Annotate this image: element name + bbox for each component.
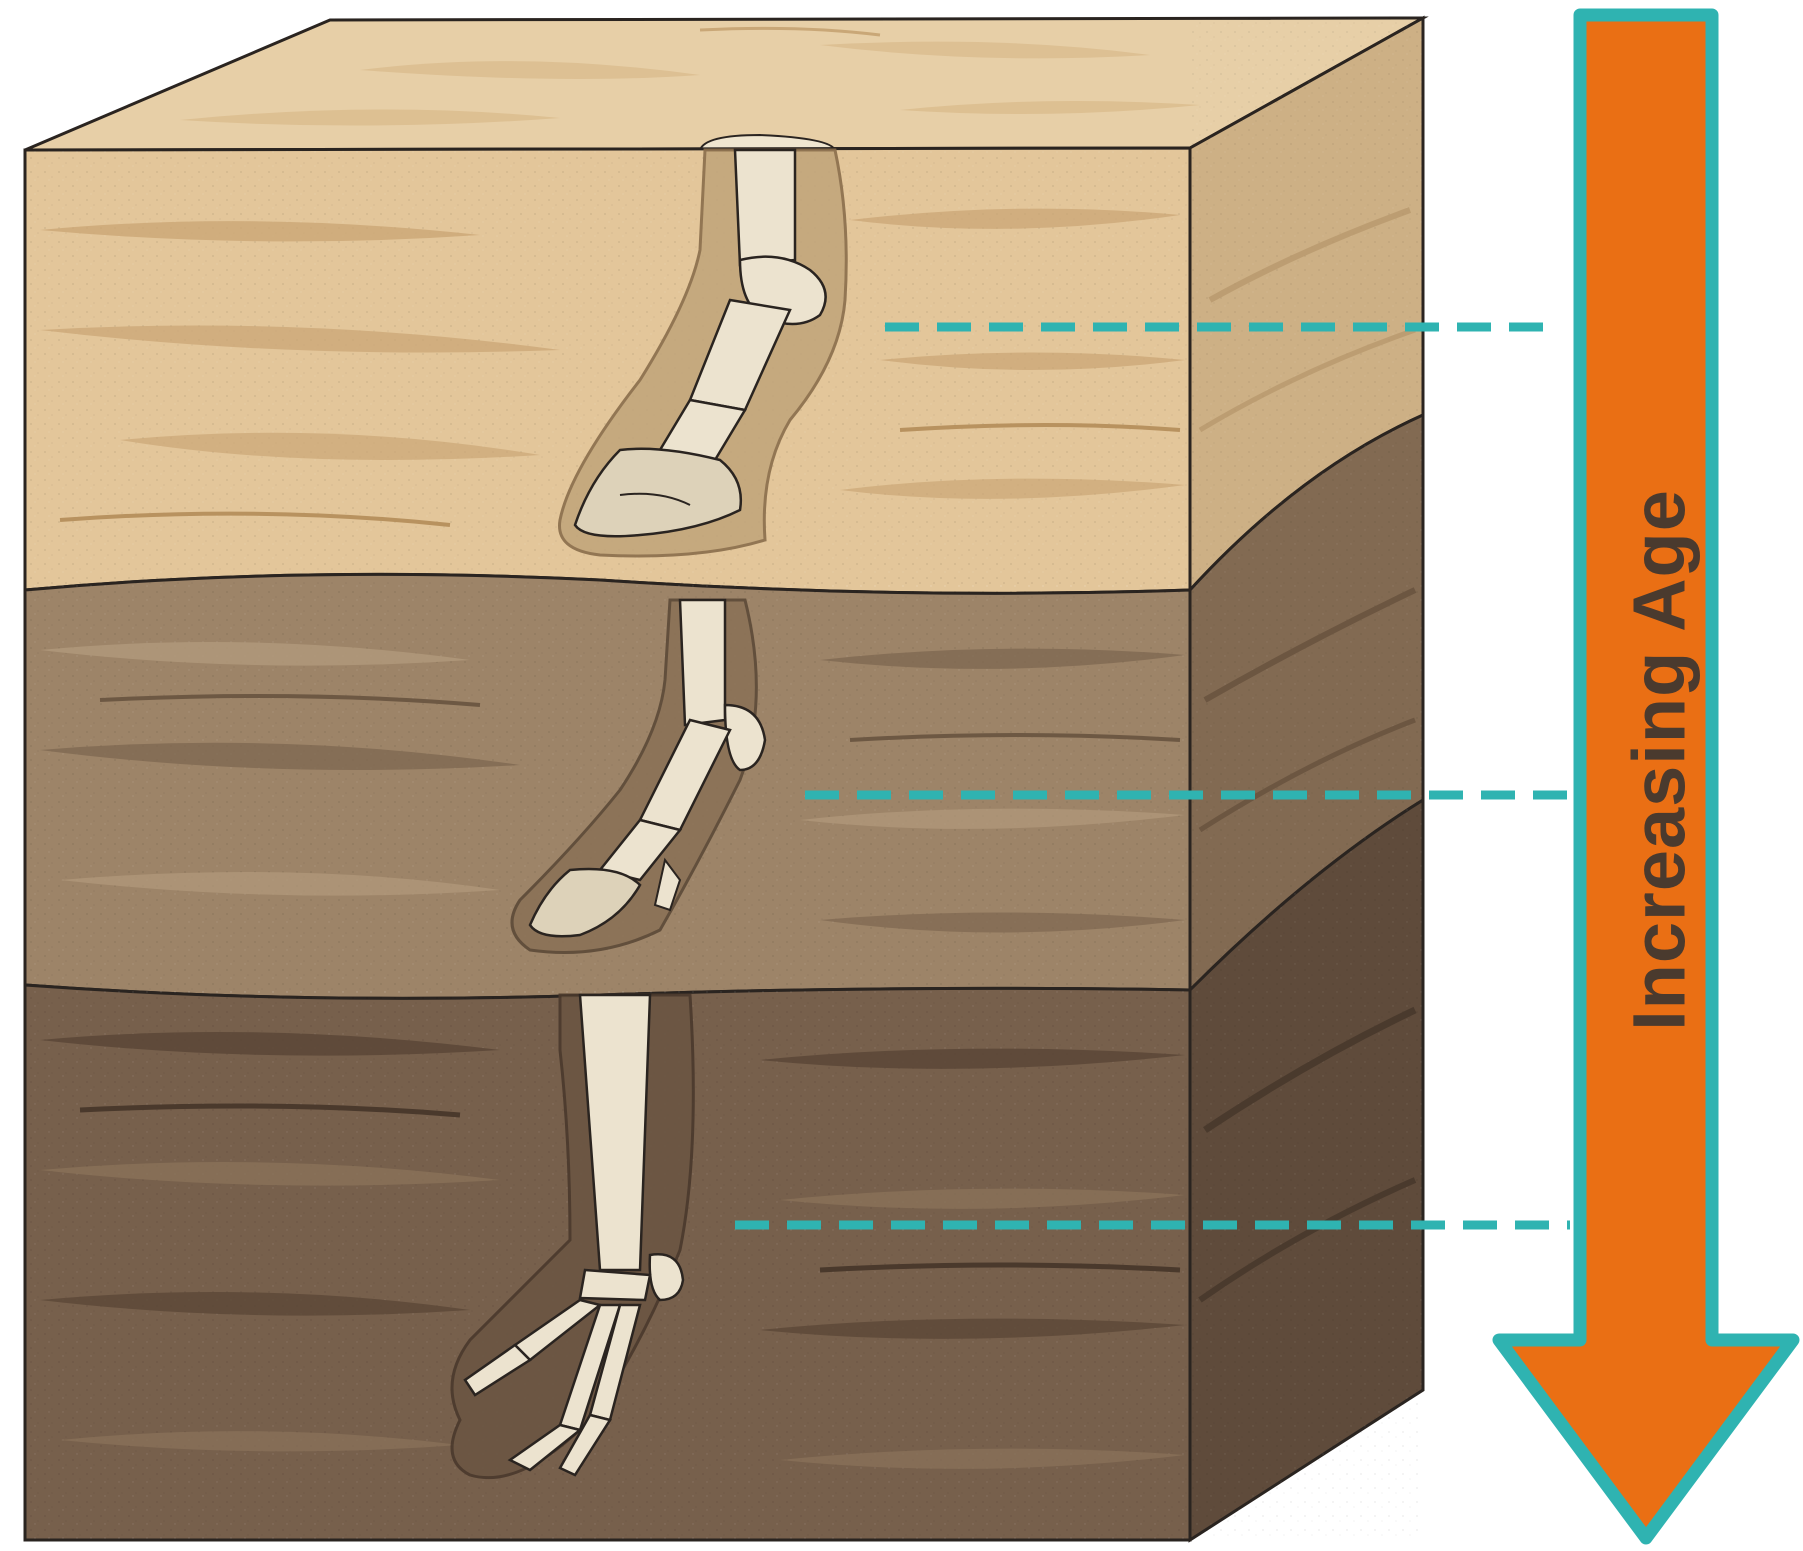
arrow-label: Increasing Age xyxy=(1618,489,1701,1031)
block-side-face xyxy=(1190,18,1423,1540)
increasing-age-arrow: Increasing Age xyxy=(1499,15,1793,1538)
